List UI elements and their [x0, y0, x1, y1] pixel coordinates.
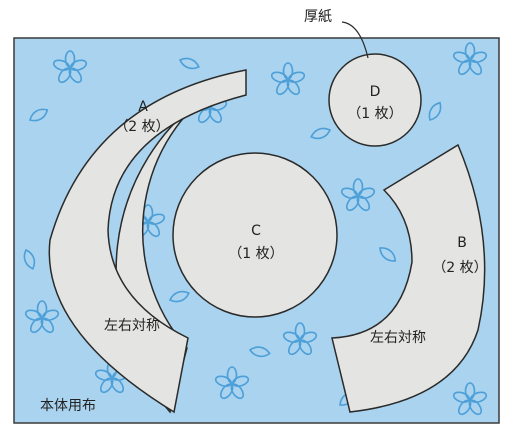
piece-d-circle: [328, 53, 422, 147]
piece-d-count: （1 枚）: [347, 106, 403, 122]
callout-label: 厚紙: [304, 9, 332, 25]
piece-c-id: C: [251, 223, 261, 239]
fabric-label: 本体用布: [40, 398, 96, 414]
piece-a-count: （2 枚）: [114, 119, 170, 135]
piece-c-count: （1 枚）: [228, 246, 284, 262]
callout-leader: [341, 21, 369, 59]
piece-d-id: D: [369, 84, 381, 100]
piece-a-note: 左右対称: [104, 318, 160, 334]
piece-b-count: （2 枚）: [432, 260, 488, 276]
piece-c-circle: [172, 152, 338, 318]
piece-b-note: 左右対称: [370, 330, 426, 346]
piece-a-id: A: [138, 99, 148, 115]
piece-a-band: [48, 69, 247, 414]
piece-b-band: [331, 143, 486, 413]
piece-b-id: B: [457, 235, 467, 251]
